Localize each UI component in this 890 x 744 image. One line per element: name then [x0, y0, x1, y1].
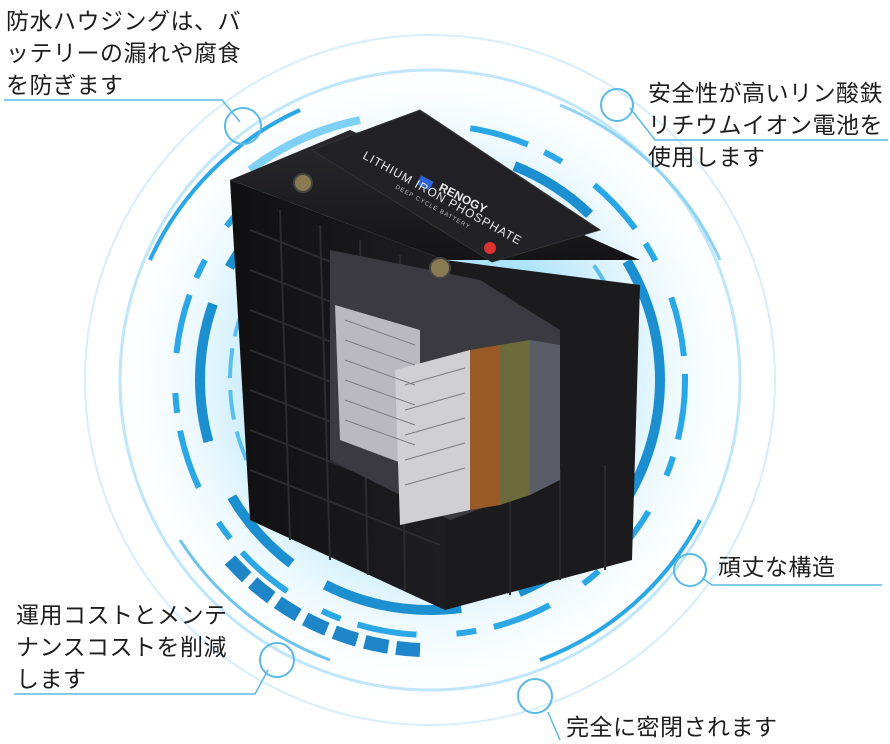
brand-badge: [416, 175, 434, 191]
positive-terminal: [429, 257, 451, 279]
callout-rugged-structure: 頑丈な構造: [718, 555, 836, 581]
callout-waterproof-housing: 防水ハウジングは、バ ッテリーの漏れや腐食 を防ぎます: [6, 9, 241, 99]
negative-terminal: [293, 173, 313, 193]
callout-leaders: [4, 88, 888, 741]
positive-marker: [484, 242, 496, 254]
callout-cost-reduction: 運用コストとメンテ ナンスコストを削減 します: [16, 603, 228, 693]
battery-cells: [335, 305, 560, 525]
callout-lifepo4-cells: 安全性が高いリン酸鉄 リチウムイオン電池を 使用します: [648, 81, 883, 171]
callout-fully-sealed: 完全に密閉されます: [566, 715, 778, 741]
battery-body: [230, 109, 640, 610]
